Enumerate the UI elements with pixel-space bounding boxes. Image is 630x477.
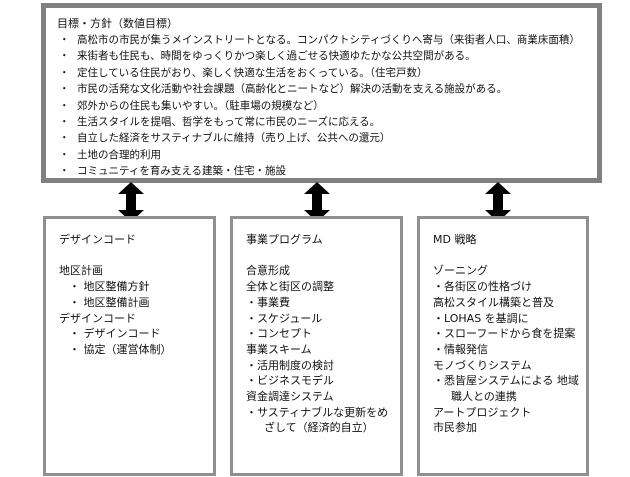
design-code-line: ・ デザインコード	[69, 327, 161, 341]
design-code-line: ・ 地区整備方針	[69, 280, 150, 294]
business-program-line: 全体と街区の調整	[246, 280, 334, 294]
double-arrow-icon	[304, 182, 330, 222]
md-strategy-line: アートプロジェクト	[433, 405, 532, 419]
goals-title: 目標・方針（数値目標）	[57, 17, 178, 30]
design-code-line: ・ 協定（運営体制）	[69, 342, 172, 356]
business-program-line: ・活用制度の検討	[246, 358, 334, 372]
md-strategy-line: モノづくりシステム	[433, 358, 532, 372]
md-strategy-line: ・LOHAS を基調に	[433, 311, 529, 325]
business-program-line: ・サスティナブルな更新をめ	[246, 405, 389, 419]
goal-item: 高松市の市民が集うメインストリートとなる。コンパクトシティづくりへ寄与（来街者人…	[57, 32, 597, 49]
business-program-line: ・スケジュール	[246, 311, 323, 325]
goal-item: 郊外からの住民も集いやすい。（駐車場の規模など）	[57, 98, 597, 115]
business-program-line: ざして（経済的自立）	[264, 421, 374, 435]
goals-list: 高松市の市民が集うメインストリートとなる。コンパクトシティづくりへ寄与（来街者人…	[57, 32, 597, 180]
design-code-line: 地区計画	[59, 264, 103, 278]
md-strategy-line: ・悉皆屋システムによる 地域	[433, 374, 579, 388]
business-program-line: 資金調達システム	[246, 390, 334, 404]
goal-item: 生活スタイルを提唱、哲学をもって常に市民のニーズに応える。	[57, 114, 597, 131]
goal-item: 自立した経済をサスティナブルに維持（売り上げ、公共への還元）	[57, 130, 597, 147]
md-strategy-box: MD 戦略 ゾーニング ・各街区の性格づけ 高松スタイル構築と普及 ・LOHAS…	[417, 216, 589, 476]
business-program-heading: 事業プログラム	[246, 233, 323, 246]
md-strategy-heading: MD 戦略	[433, 233, 477, 246]
business-program-box: 事業プログラム 合意形成 全体と街区の調整 ・事業費 ・スケジュール ・コンセプ…	[230, 216, 403, 476]
design-code-heading: デザインコード	[59, 233, 136, 246]
md-strategy-line: ・スローフードから食を提案	[433, 327, 576, 341]
business-program-line: 合意形成	[246, 264, 290, 278]
goal-item: 来街者も住民も、時間をゆっくりかつ楽しく過ごせる快適ゆたかな公共空間がある。	[57, 48, 597, 65]
goal-item: コミュニティを育み支える建築・住宅・施設	[57, 163, 597, 180]
design-code-line: ・ 地区整備計画	[69, 295, 150, 309]
md-strategy-line: 職人との連携	[451, 390, 517, 404]
design-code-line: デザインコード	[59, 311, 136, 325]
goal-item: 土地の合理的利用	[57, 147, 597, 164]
business-program-line: 事業スキーム	[246, 342, 312, 356]
md-strategy-line: ゾーニング	[433, 264, 488, 278]
md-strategy-line: 高松スタイル構築と普及	[433, 295, 554, 309]
double-arrow-icon	[118, 182, 144, 222]
design-code-box: デザインコード 地区計画 ・ 地区整備方針 ・ 地区整備計画 デザインコード ・…	[43, 216, 216, 476]
md-strategy-line: ・情報発信	[433, 342, 488, 356]
goals-box: 目標・方針（数値目標） 高松市の市民が集うメインストリートとなる。コンパクトシテ…	[41, 3, 602, 183]
md-strategy-line: 市民参加	[433, 421, 477, 435]
goal-item: 定住している住民がおり、楽しく快適な生活をおくっている。（住宅戸数）	[57, 65, 597, 82]
double-arrow-icon	[485, 182, 511, 222]
md-strategy-line: ・各街区の性格づけ	[433, 280, 532, 294]
business-program-line: ・コンセプト	[246, 327, 312, 341]
business-program-line: ・ビジネスモデル	[246, 374, 334, 388]
goal-item: 市民の活発な文化活動や社会課題（高齢化とニートなど）解決の活動を支える施設がある…	[57, 81, 597, 98]
business-program-line: ・事業費	[246, 295, 290, 309]
